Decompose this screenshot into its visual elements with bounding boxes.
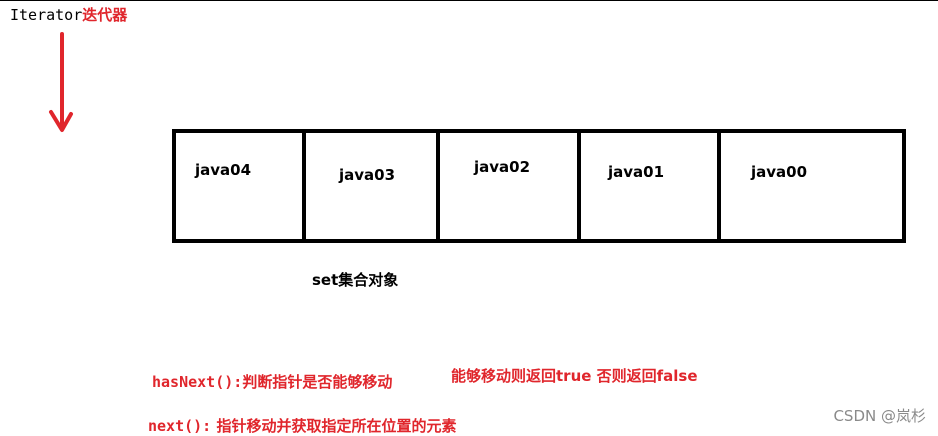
next-method: next():: [148, 417, 212, 435]
cell-divider: [577, 129, 581, 243]
set-container-box: [172, 129, 906, 243]
title-chinese: 迭代器: [82, 6, 128, 24]
cell-divider: [436, 129, 440, 243]
set-object-label: set集合对象: [312, 271, 399, 289]
hasnext-method: hasNext():: [152, 373, 243, 391]
cell-divider: [302, 129, 306, 243]
hasnext-result-note: 能够移动则返回true 否则返回false: [451, 367, 698, 385]
top-border-line: [0, 0, 938, 1]
csdn-watermark: CSDN @岚杉: [833, 407, 926, 425]
next-description: 指针移动并获取指定所在位置的元素: [216, 417, 457, 435]
hasnext-description: 判断指针是否能够移动: [242, 373, 393, 391]
hasnext-note: hasNext():判断指针是否能够移动: [152, 371, 392, 392]
diagram-title: Iterator迭代器: [10, 4, 127, 25]
set-element-java04: java04: [195, 161, 252, 179]
down-arrow-icon: [49, 32, 73, 132]
cell-divider: [717, 129, 721, 243]
set-element-java02: java02: [474, 158, 531, 176]
set-element-java00: java00: [751, 163, 808, 181]
next-note: next(): 指针移动并获取指定所在位置的元素: [148, 415, 456, 436]
set-element-java03: java03: [339, 166, 396, 184]
set-element-java01: java01: [608, 163, 665, 181]
title-english: Iterator: [10, 6, 83, 24]
